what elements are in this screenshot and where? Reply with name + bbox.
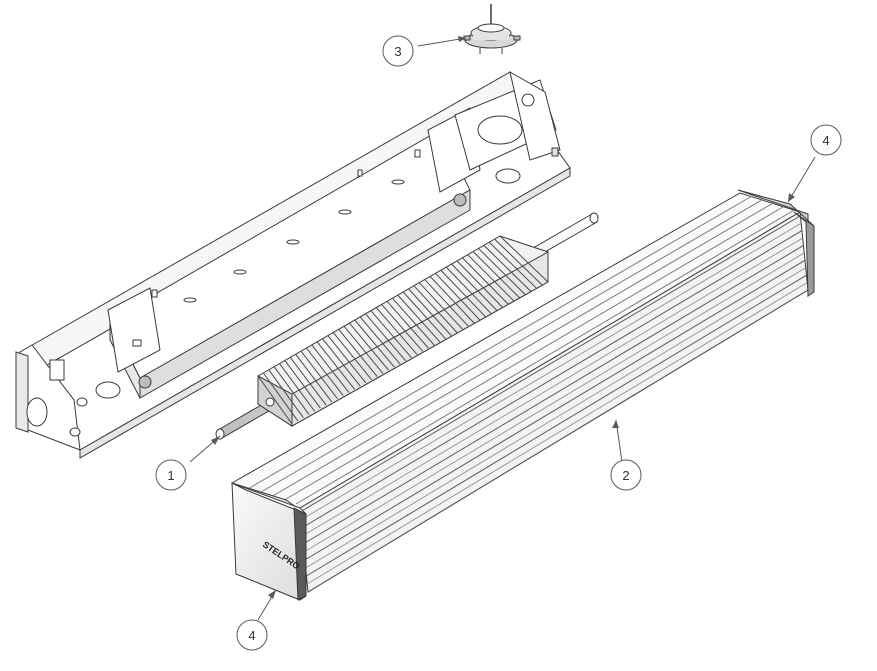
fin-line [467, 254, 515, 302]
fin-line [349, 322, 390, 371]
callout-1-label: 1 [167, 468, 174, 483]
fin-line [257, 375, 293, 425]
fin-line [402, 291, 446, 340]
grille-slat [302, 237, 803, 537]
fin-line [462, 257, 509, 305]
fin-line [488, 241, 537, 289]
callout-2: 2 [610, 459, 642, 491]
fin-line [483, 244, 532, 292]
fin-line [370, 310, 412, 359]
fin-line [381, 304, 424, 352]
callout-3-label: 3 [394, 44, 401, 59]
thermostat-part [463, 4, 521, 54]
fin-line [284, 360, 321, 409]
fin-line [279, 363, 316, 412]
callout-4-front-label: 4 [248, 628, 255, 643]
grille-slat [305, 267, 806, 569]
fin-line [295, 353, 333, 403]
fin-line [499, 235, 549, 283]
fin-line [268, 369, 304, 418]
fin-line [300, 350, 338, 400]
grille-slat [301, 230, 802, 529]
fin-line [413, 285, 458, 333]
fin-line [494, 238, 543, 286]
fin-line [273, 366, 310, 415]
fin-line [306, 347, 344, 396]
fin-line [311, 344, 350, 393]
grille-slat [300, 222, 802, 521]
callout-1: 1 [155, 459, 187, 491]
fin-line [327, 335, 367, 384]
fin-line [316, 341, 355, 390]
fin-line [392, 297, 435, 346]
grille-slat [299, 215, 801, 513]
fin-line [332, 332, 373, 381]
grille-slat [306, 282, 808, 585]
fin-line [338, 329, 378, 377]
fin-line [429, 276, 475, 324]
callout-4-front: 4 [236, 619, 268, 651]
grille-top-slat [258, 198, 764, 494]
grille-top-slat [245, 195, 753, 491]
fin-line [354, 319, 395, 368]
grille-top-slat [295, 208, 797, 505]
heating-element [215, 212, 599, 440]
fin-line [322, 338, 361, 387]
leader-arrowheads [211, 36, 795, 599]
grille-slat [306, 274, 807, 577]
frame-chassis [15, 71, 571, 459]
grille-slat [307, 289, 809, 593]
fin-line [456, 260, 503, 308]
fin-line [408, 288, 452, 336]
grille-slat [302, 245, 804, 545]
fin-line [359, 316, 401, 365]
callout-3: 3 [382, 35, 414, 67]
fin-line [472, 251, 520, 299]
grille-slat [304, 259, 806, 561]
fin-line [451, 263, 498, 311]
fin-line [424, 279, 469, 327]
fin-line [343, 325, 384, 374]
callout-4-rear: 4 [810, 124, 842, 156]
grille-slat [303, 252, 805, 553]
fin-line [375, 307, 418, 355]
callout-4-rear-label: 4 [822, 133, 829, 148]
fin-line [262, 372, 299, 422]
fin-line [435, 272, 481, 321]
cover-grille-part [230, 189, 815, 601]
fin-line [289, 357, 327, 406]
fin-line [365, 313, 407, 362]
callout-2-label: 2 [622, 468, 629, 483]
grille-top-slat [283, 205, 786, 501]
fin-line [418, 282, 464, 330]
grille-top-slat [270, 202, 775, 498]
fin-line [478, 248, 526, 295]
fin-line [386, 301, 429, 349]
fin-line [445, 266, 492, 314]
fin-line [397, 294, 441, 343]
fin-line [440, 269, 486, 318]
